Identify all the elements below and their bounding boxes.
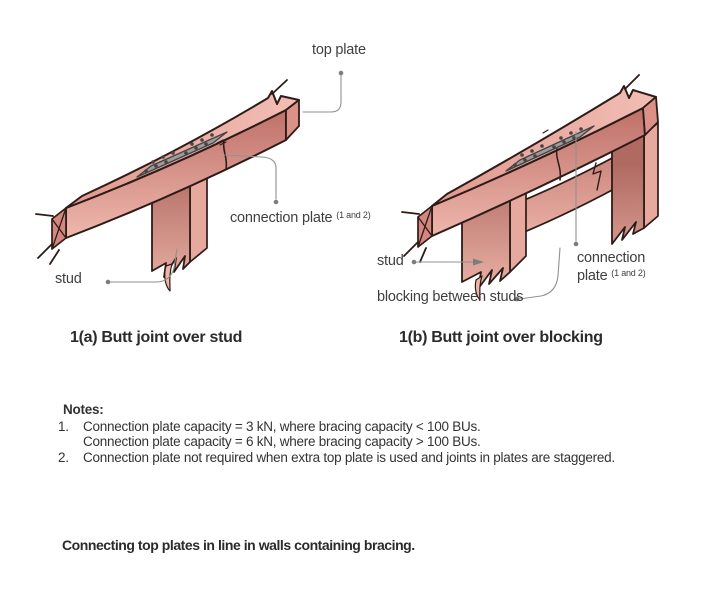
nail-holes-b bbox=[513, 127, 583, 167]
note-item-2: 2. Connection plate not required when ex… bbox=[58, 450, 658, 466]
caption-diagram-b: 1(b) Butt joint over blocking bbox=[399, 329, 603, 346]
label-connection-plate-b: connection plate (1 and 2) bbox=[577, 251, 646, 284]
top-plate-graphic-b bbox=[401, 74, 659, 263]
stud-graphic-a bbox=[151, 167, 208, 292]
drawing-butt-joint-over-blocking bbox=[401, 74, 659, 302]
break-end-b bbox=[401, 205, 433, 263]
notes-block: Notes: 1. Connection plate capacity = 3 … bbox=[58, 402, 658, 465]
leader-stud-a bbox=[109, 248, 178, 283]
leader-top-plate bbox=[302, 74, 342, 113]
label-connection-plate-a-sup: (1 and 2) bbox=[336, 210, 371, 220]
top-plate-graphic-a bbox=[35, 79, 300, 265]
label-stud-b: stud bbox=[377, 253, 404, 269]
leader-connection-plate-a bbox=[224, 154, 277, 200]
drawing-butt-joint-over-stud bbox=[35, 70, 344, 292]
note-line: Connection plate capacity = 6 kN, where … bbox=[83, 434, 481, 450]
label-connection-plate-b-text: plate bbox=[577, 268, 608, 284]
stud-splinter bbox=[474, 275, 483, 301]
label-blocking: blocking between studs bbox=[377, 289, 524, 305]
caption-diagram-a: 1(a) Butt joint over stud bbox=[70, 329, 243, 346]
label-connection-plate-a-text: connection plate bbox=[230, 210, 333, 226]
break-spike bbox=[271, 79, 288, 95]
note-item-1: 1. Connection plate capacity = 3 kN, whe… bbox=[58, 419, 658, 450]
label-connection-plate-b-line2: plate (1 and 2) bbox=[577, 266, 646, 284]
note-number: 1. bbox=[58, 418, 69, 434]
blocking-break-crack bbox=[592, 162, 602, 191]
leader-lines-a bbox=[105, 70, 344, 285]
label-connection-plate-a: connection plate (1 and 2) bbox=[230, 208, 371, 226]
label-connection-plate-b-line1: connection bbox=[577, 250, 646, 266]
label-stud-a: stud bbox=[55, 271, 82, 287]
connection-plate-graphic-b bbox=[505, 125, 595, 172]
figure-caption: Connecting top plates in line in walls c… bbox=[62, 537, 415, 553]
note-line: Connection plate not required when extra… bbox=[83, 449, 615, 465]
label-top-plate: top plate bbox=[312, 42, 366, 58]
break-spike bbox=[624, 74, 640, 90]
leader-blocking bbox=[518, 247, 561, 300]
leader-arrowhead bbox=[473, 258, 484, 266]
leader-lines-b bbox=[411, 131, 579, 302]
note-line: Connection plate capacity = 3 kN, where … bbox=[83, 418, 481, 434]
connection-plate-graphic-a bbox=[136, 131, 228, 178]
break-end-a bbox=[35, 207, 67, 265]
label-connection-plate-b-sup: (1 and 2) bbox=[611, 268, 646, 278]
butt-joint-a bbox=[216, 139, 228, 170]
notes-heading: Notes: bbox=[63, 402, 104, 417]
nail-holes-a bbox=[144, 133, 214, 173]
note-number: 2. bbox=[58, 449, 69, 465]
